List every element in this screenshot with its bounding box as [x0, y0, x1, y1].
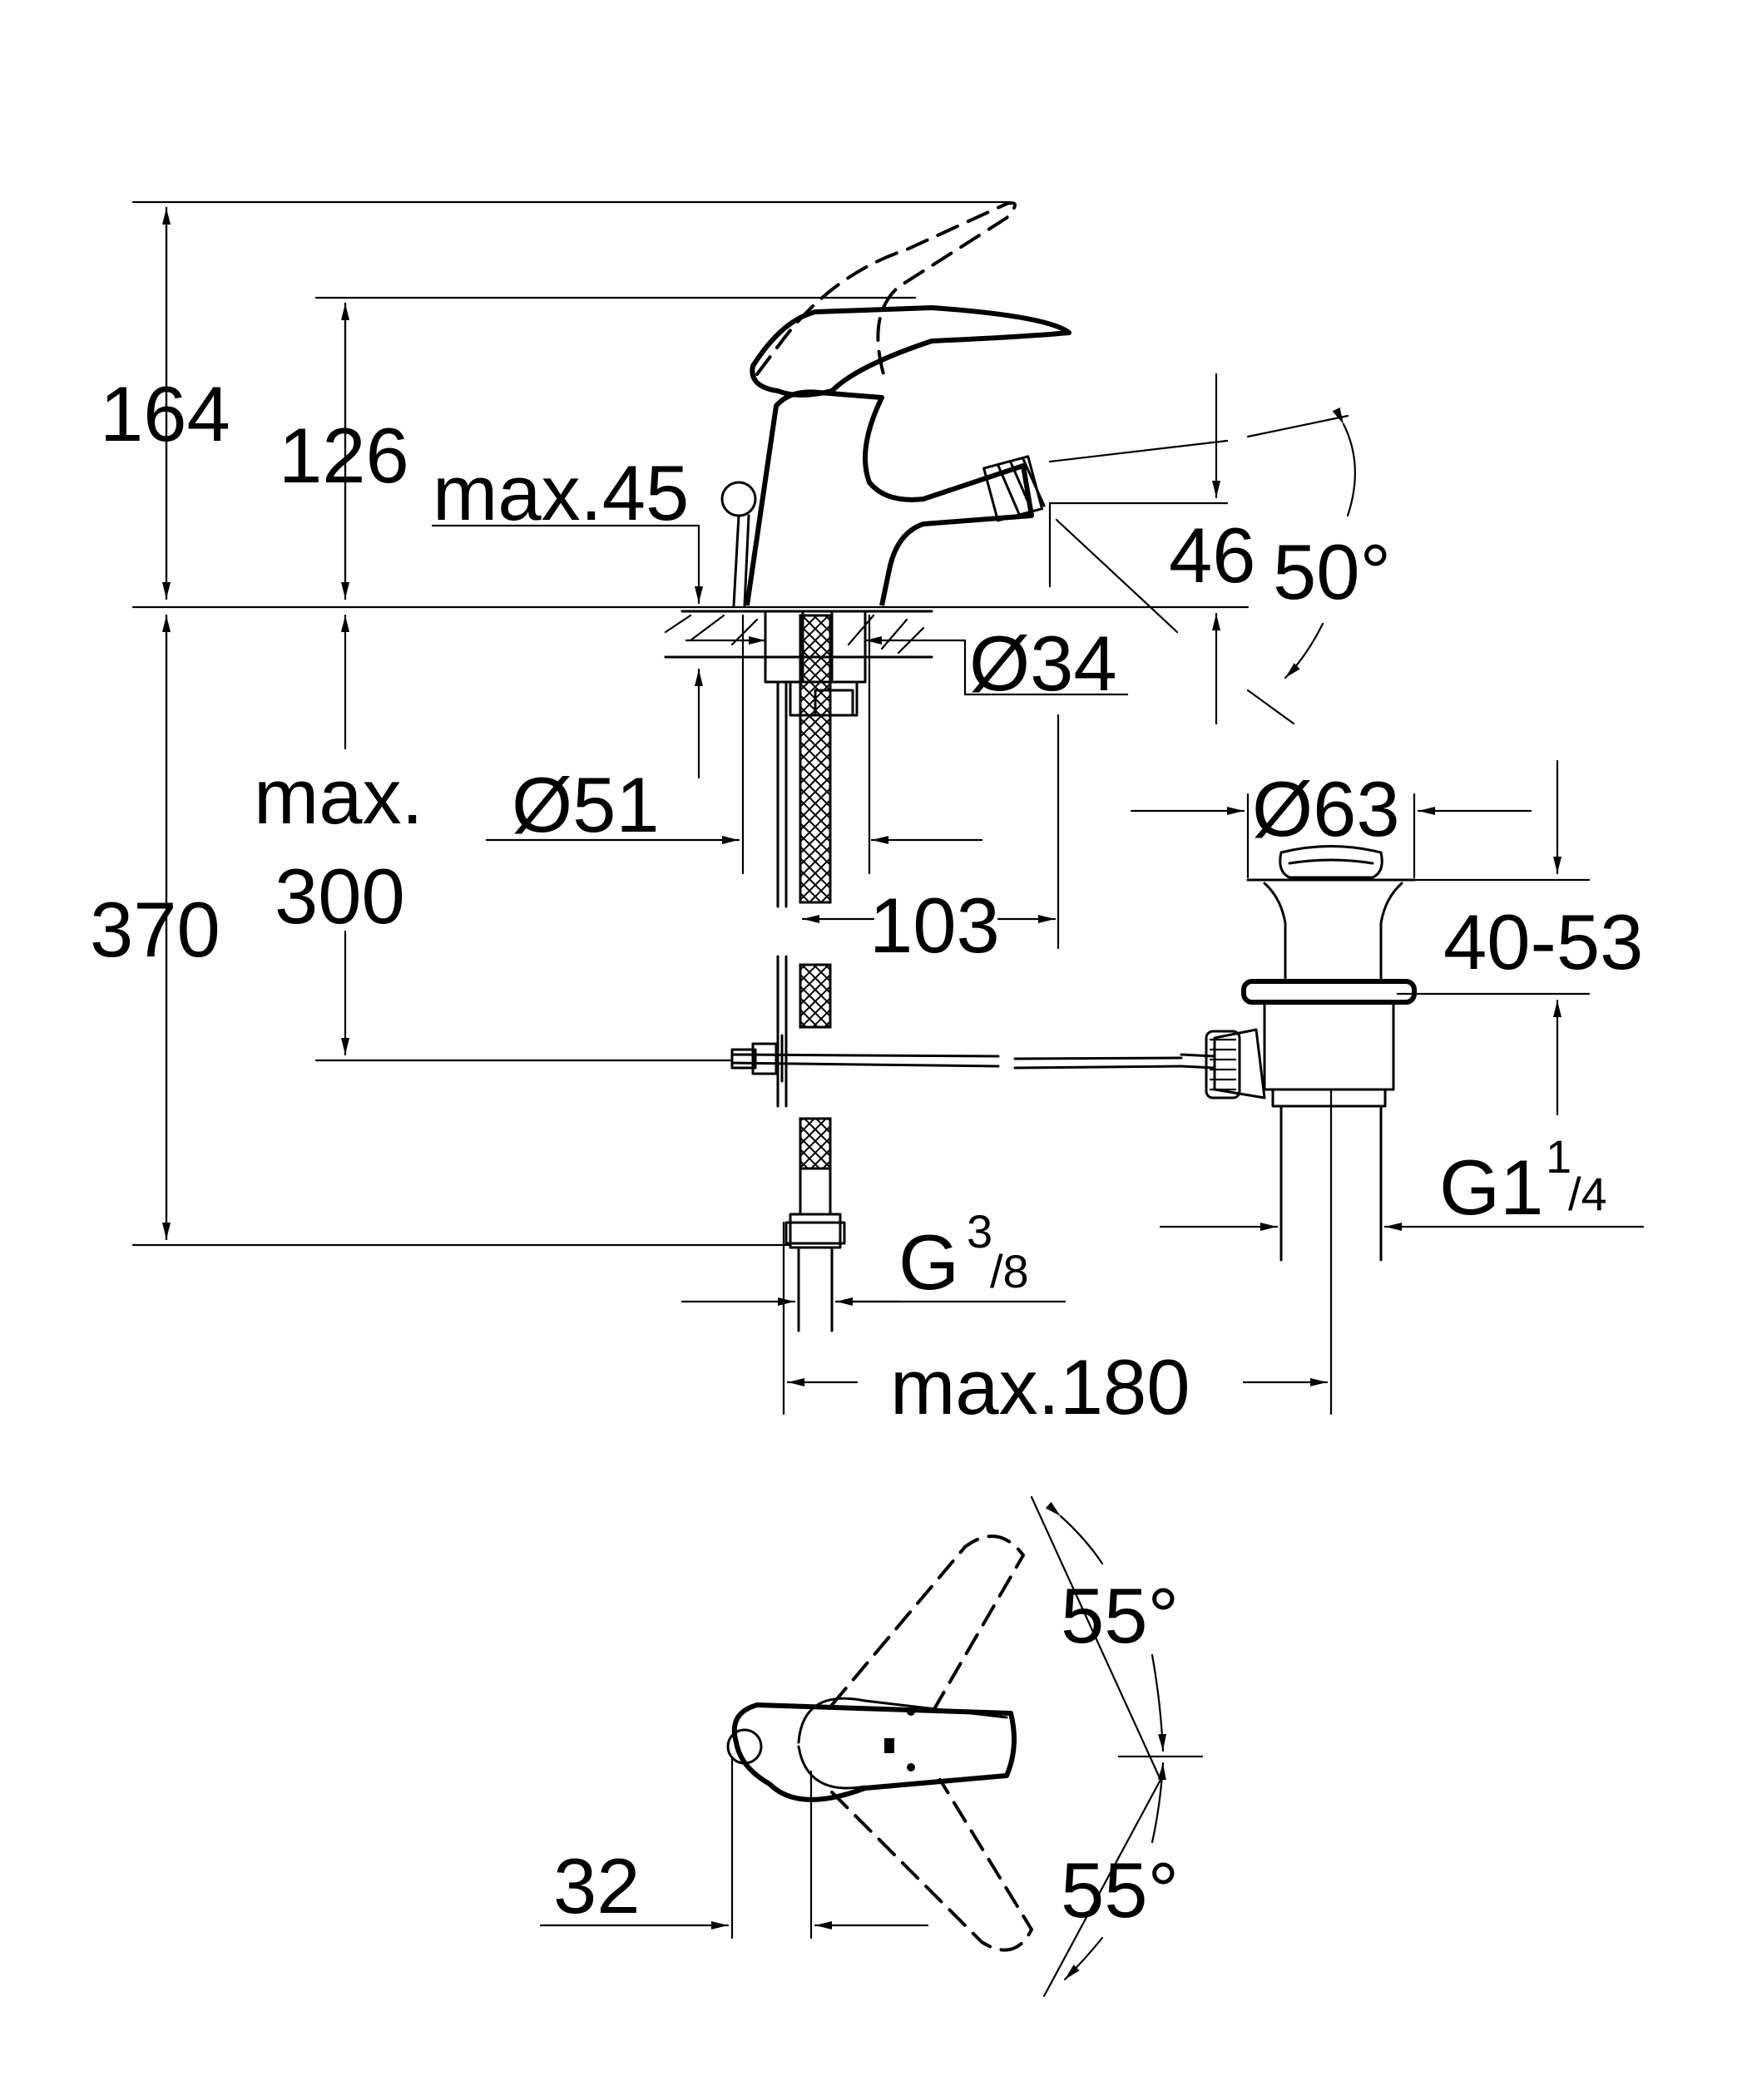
dim-max180: max.180 — [890, 1343, 1190, 1430]
dim-55-top: 55° — [1061, 1572, 1179, 1659]
dim-g38-slash: /8 — [990, 1245, 1029, 1297]
dim-g114-slash: /4 — [1568, 1168, 1607, 1220]
dim-max-label: max. — [254, 753, 423, 840]
dim-55-bottom: 55° — [1061, 1846, 1179, 1934]
dim-126: 126 — [279, 412, 409, 499]
dim-d34: Ø34 — [969, 620, 1117, 707]
dimension-lines — [131, 200, 1645, 1416]
mixer-side-view — [131, 201, 1250, 1332]
dim-103: 103 — [869, 882, 1000, 969]
dim-300: 300 — [275, 852, 405, 940]
dim-46: 46 — [1169, 511, 1256, 599]
dimension-labels: 164 126 max.45 46 50° Ø34 Ø51 max. 300 3… — [90, 370, 1643, 1934]
dim-max45: max.45 — [433, 449, 689, 536]
dim-g114: G1 — [1439, 1144, 1543, 1231]
dim-32: 32 — [553, 1842, 641, 1930]
dim-d63: Ø63 — [1252, 765, 1400, 852]
dim-164: 164 — [100, 370, 230, 457]
dim-d51: Ø51 — [512, 761, 660, 848]
dim-g38: G — [898, 1218, 959, 1306]
dim-g38-num: 3 — [967, 1205, 992, 1258]
waste-fitting — [1205, 845, 1417, 1416]
lever-top-view — [539, 1495, 1204, 1998]
dim-40-53: 40-53 — [1443, 898, 1643, 986]
dim-g114-num: 1 — [1546, 1130, 1571, 1183]
dim-370: 370 — [90, 886, 220, 973]
dim-50deg: 50° — [1273, 528, 1391, 615]
